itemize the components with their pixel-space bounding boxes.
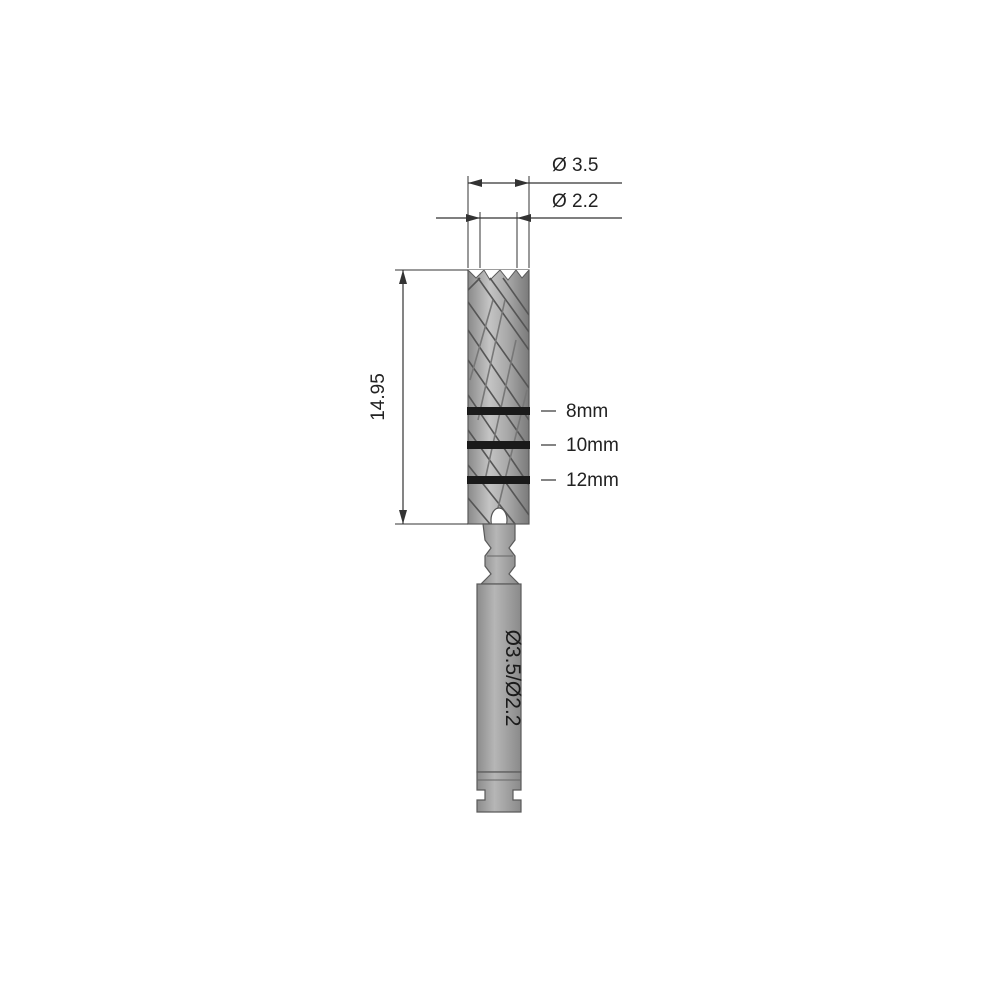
inner-diameter-label: Ø 2.2 [552, 191, 598, 212]
outer-diameter-dimension: Ø 3.5 [467, 155, 622, 268]
depth-label-8mm: 8mm [566, 401, 608, 422]
drill-head [467, 269, 530, 533]
drill-neck [479, 523, 521, 585]
depth-label-10mm: 10mm [566, 435, 619, 456]
outer-diameter-label: Ø 3.5 [552, 155, 598, 176]
depth-band-8mm [467, 407, 530, 415]
length-label: 14.95 [368, 373, 389, 421]
inner-diameter-dimension: Ø 2.2 [436, 191, 622, 268]
depth-band-12mm [467, 476, 530, 484]
drill-shaft: Ø3.5/Ø2.2 [476, 583, 524, 773]
shaft-label: Ø3.5/Ø2.2 [501, 630, 524, 727]
length-dimension: 14.95 [368, 269, 468, 525]
depth-band-10mm [467, 441, 530, 449]
drill-shank [476, 771, 522, 813]
depth-label-12mm: 12mm [566, 470, 619, 491]
tip-flutes [467, 269, 530, 281]
depth-mark-labels: 8mm 10mm 12mm [541, 401, 619, 491]
